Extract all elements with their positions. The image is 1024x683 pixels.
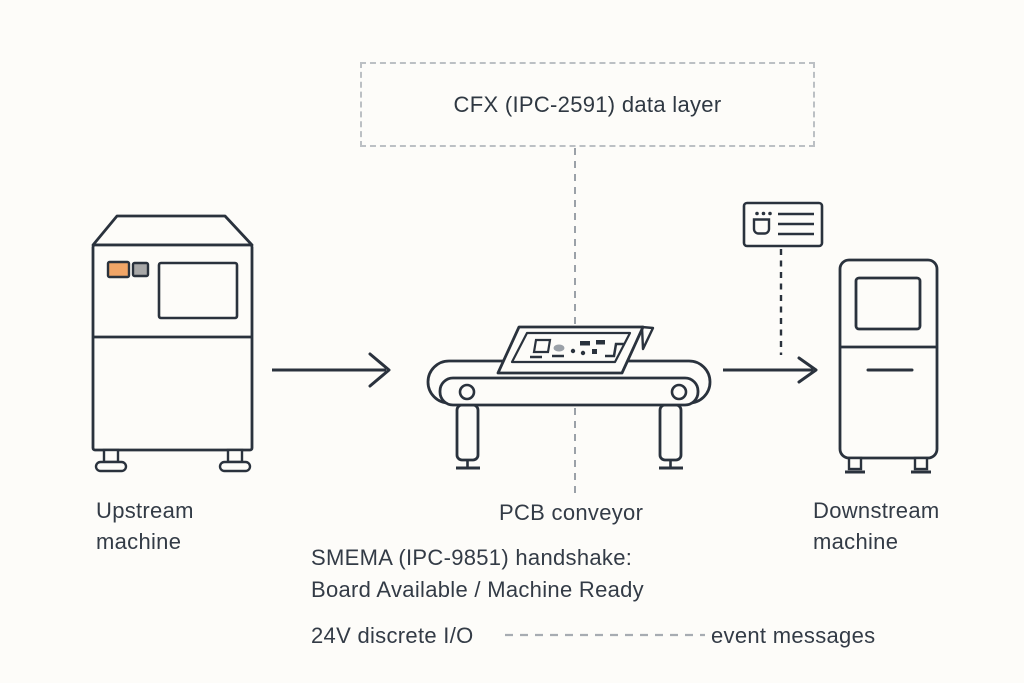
cfx-data-layer-label: CFX (IPC-2591) data layer <box>453 91 722 117</box>
event-message-dashed-connector <box>779 249 783 355</box>
upstream-machine-label: Upstream machine <box>96 498 194 554</box>
downstream-machine-label: Downstream machine <box>813 498 940 554</box>
legend-24v-io-label: 24V discrete I/O <box>311 623 474 648</box>
conveyor-roller-left <box>458 383 476 401</box>
flow-arrow-conveyor-to-downstream <box>723 356 818 384</box>
conveyor-roller-right <box>670 383 688 401</box>
event-message-card-icon <box>742 201 824 248</box>
cfx-dashed-connector <box>574 148 576 495</box>
pcb-conveyor-label: PCB conveyor <box>499 500 644 525</box>
pcb-conveyor-icon <box>426 325 712 470</box>
flow-arrow-upstream-to-conveyor <box>272 352 391 388</box>
legend-event-messages-label: event messages <box>711 623 876 648</box>
pcb-board-icon <box>496 325 655 375</box>
upstream-machine-cabinet-icon <box>91 214 254 473</box>
legend-dashed-line <box>505 633 705 637</box>
orange-indicator-button <box>106 260 131 279</box>
downstream-machine-cabinet-icon <box>838 258 939 474</box>
cfx-data-layer-box: CFX (IPC-2591) data layer <box>360 62 815 147</box>
smema-handshake-note: SMEMA (IPC-9851) handshake: Board Availa… <box>311 545 644 602</box>
gray-indicator-button <box>131 261 150 278</box>
